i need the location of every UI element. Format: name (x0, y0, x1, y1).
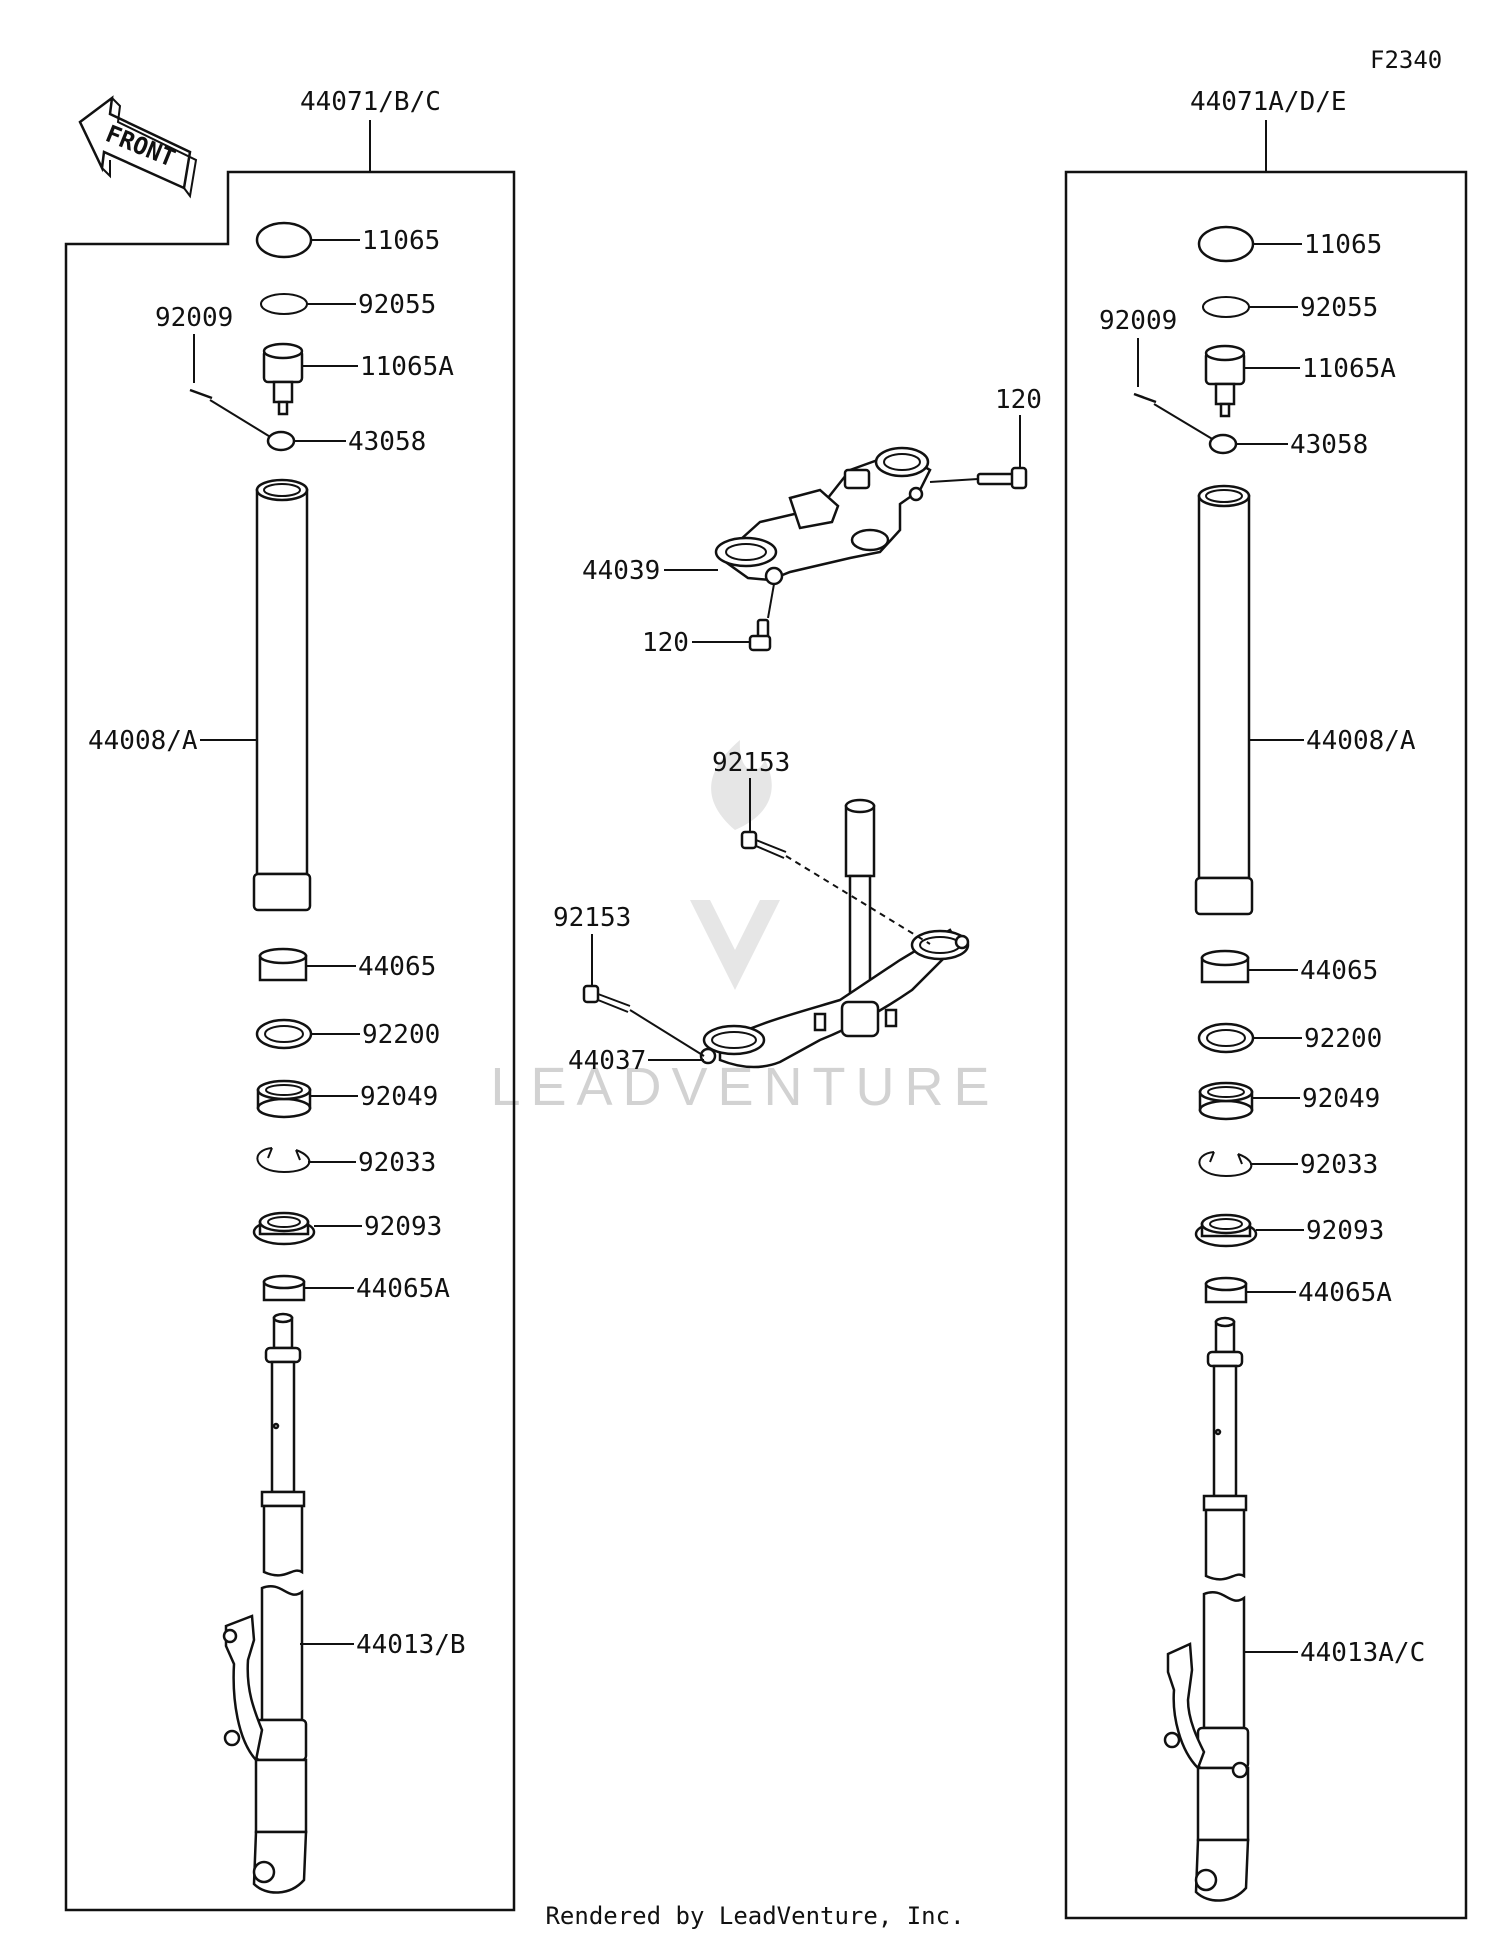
label-bolt-top: 120 (995, 385, 1042, 415)
right-label-bolt: 11065A (1302, 354, 1396, 384)
left-label-seal: 92049 (360, 1082, 438, 1112)
diagram-code: F2340 (1370, 46, 1442, 74)
left-assembly-title: 44071/B/C (300, 87, 441, 117)
right-adjuster-bolt (1204, 344, 1246, 418)
right-label-seal: 92049 (1302, 1084, 1380, 1114)
left-label-oring: 92055 (358, 290, 436, 320)
left-label-tube: 44008/A (88, 726, 198, 756)
right-screw (1133, 392, 1157, 404)
right-fork-assembly: 44071A/D/E 11065 92055 11065A 92009 4305… (1064, 87, 1468, 1920)
label-stem: 44037 (568, 1046, 646, 1076)
right-label-washer2: 92200 (1304, 1024, 1382, 1054)
left-dust-seal (252, 1211, 316, 1246)
right-label-bush2: 44065A (1298, 1278, 1392, 1308)
stem-bolt-top (740, 830, 787, 859)
left-label-washer: 43058 (348, 427, 426, 457)
left-cap (255, 221, 313, 259)
label-bolt-bottom: 120 (642, 628, 689, 658)
right-label-bush: 44065 (1300, 956, 1378, 986)
left-oring (260, 293, 308, 315)
left-adjuster-bolt (262, 342, 304, 416)
left-label-screw: 92009 (155, 303, 233, 333)
right-label-dust-seal: 92093 (1306, 1216, 1384, 1246)
left-washer (266, 430, 296, 452)
right-label-washer: 43058 (1290, 430, 1368, 460)
right-bush (1200, 949, 1250, 984)
right-oil-seal (1198, 1081, 1254, 1121)
left-fork-assembly: 44071/B/C 11065 92055 11065A 92009 43058 (64, 87, 516, 1912)
upper-bracket (714, 446, 932, 586)
right-label-clip: 92033 (1300, 1150, 1378, 1180)
left-label-bush: 44065 (358, 952, 436, 982)
right-outer-tube (1163, 1316, 1250, 1902)
right-dust-seal (1194, 1213, 1258, 1248)
right-label-tube: 44008/A (1306, 726, 1416, 756)
watermark-logo-v (690, 900, 780, 990)
upper-bracket-group: 44039 120 120 (582, 385, 1042, 658)
left-bush2 (262, 1274, 306, 1302)
left-clip (256, 1147, 311, 1174)
right-assembly-title: 44071A/D/E (1190, 87, 1347, 117)
left-label-cap: 11065 (362, 226, 440, 256)
left-label-bolt: 11065A (360, 352, 454, 382)
left-bush (258, 947, 308, 982)
bracket-bolt-top (976, 466, 1028, 490)
right-cap (1197, 225, 1255, 263)
right-label-outer: 44013A/C (1300, 1638, 1425, 1668)
left-outer-tube (222, 1312, 308, 1894)
right-frame (1064, 170, 1468, 1920)
left-label-washer2: 92200 (362, 1020, 440, 1050)
right-label-screw: 92009 (1099, 306, 1177, 336)
left-label-bush2: 44065A (356, 1274, 450, 1304)
steering-stem (699, 798, 970, 1069)
label-stem-bolt-top: 92153 (712, 748, 790, 778)
right-label-oring: 92055 (1300, 293, 1378, 323)
label-stem-bolt-left: 92153 (553, 903, 631, 933)
right-label-cap: 11065 (1304, 230, 1382, 260)
left-frame (64, 170, 516, 1912)
bracket-bolt-bottom (748, 618, 772, 652)
right-inner-tube (1194, 484, 1254, 916)
stem-group: 44037 92153 92153 (553, 748, 970, 1076)
right-washer (1208, 433, 1238, 455)
watermark-logo (711, 740, 772, 830)
left-washer2 (255, 1018, 313, 1050)
right-clip (1198, 1151, 1253, 1178)
right-washer2 (1197, 1022, 1255, 1054)
stem-bolt-left (582, 984, 631, 1013)
left-screw (189, 388, 213, 400)
label-upper-bracket: 44039 (582, 556, 660, 586)
front-arrow: FRONT (78, 95, 198, 199)
left-oil-seal (256, 1079, 312, 1119)
footer-credit: Rendered by LeadVenture, Inc. (545, 1902, 964, 1930)
left-inner-tube (252, 478, 312, 912)
right-oring (1202, 296, 1250, 318)
left-label-clip: 92033 (358, 1148, 436, 1178)
right-bush2 (1204, 1276, 1248, 1304)
left-label-dust-seal: 92093 (364, 1212, 442, 1242)
left-label-outer: 44013/B (356, 1630, 466, 1660)
